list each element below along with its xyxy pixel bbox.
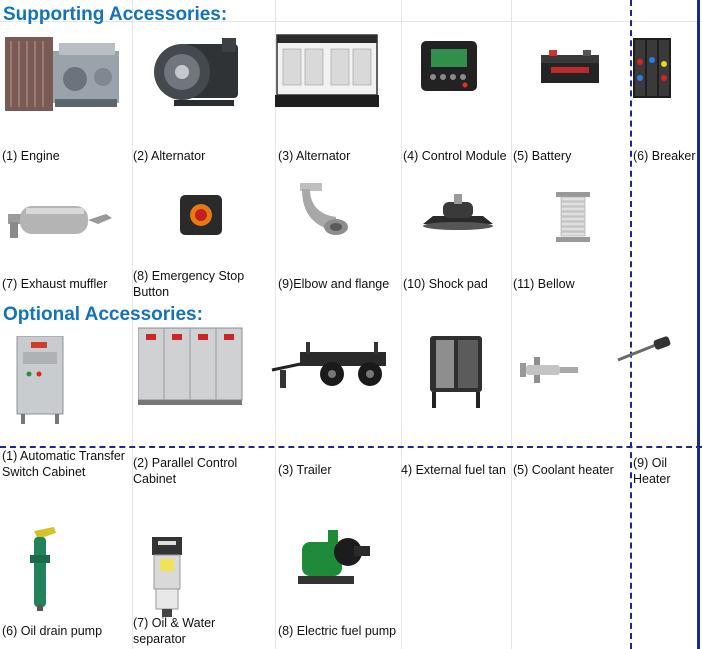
oil-drain-pump-image — [22, 525, 62, 611]
supporting-heading: Supporting Accessories: — [3, 4, 228, 25]
caption-control-module: (4) Control Module — [403, 149, 507, 163]
caption-alternator: (2) Alternator — [133, 149, 206, 163]
caption-breaker: (6) Breaker — [633, 149, 696, 163]
caption-parallel-cabinet: (2) Parallel Control Cabinet — [133, 456, 238, 486]
breaker-image — [633, 38, 671, 98]
battery-image — [541, 49, 599, 83]
gridline — [511, 0, 512, 649]
control-module-image — [421, 41, 477, 91]
row-divider — [0, 446, 702, 448]
caption-ats-cabinet: (1) Automatic Transfer Switch Cabinet — [2, 449, 125, 479]
caption-emergency-stop: (8) Emergency Stop Button — [133, 269, 245, 299]
caption-engine: (1) Engine — [2, 149, 60, 163]
coolant-heater-image — [520, 355, 580, 383]
bellow-image — [554, 192, 592, 244]
gridline — [401, 0, 402, 649]
emergency-stop-image — [180, 195, 222, 235]
caption-coolant-heater: (5) Coolant heater — [513, 463, 614, 477]
caption-elbow-flange: (9)Elbow and flange — [278, 277, 390, 291]
right-border — [697, 0, 700, 649]
caption-oil-drain-pump: (6) Oil drain pump — [2, 624, 103, 638]
caption-alternator: (3) Alternator — [278, 149, 351, 163]
electric-fuel-pump-image — [298, 528, 372, 588]
caption-oil-water-separator: (7) Oil & Water separator — [133, 616, 216, 646]
gridline — [275, 0, 276, 649]
oil-water-separator-image — [150, 537, 184, 617]
elbow-flange-image — [300, 183, 350, 239]
alternator-image — [152, 38, 242, 110]
caption-fuel-tank: 4) External fuel tan — [401, 463, 506, 477]
parallel-cabinet-image — [138, 326, 244, 406]
caption-bellow: (11) Bellow — [513, 277, 575, 291]
shock-pad-image — [421, 192, 495, 232]
caption-trailer: (3) Trailer — [278, 463, 332, 477]
caption-electric-fuel-pump: (8) Electric fuel pump — [278, 624, 397, 638]
engine-image — [5, 33, 125, 115]
fuel-tank-image — [426, 334, 488, 410]
ats-cabinet-image — [15, 336, 67, 426]
optional-heading: Optional Accessories: — [3, 304, 203, 325]
gridline — [132, 0, 133, 649]
gridline — [0, 21, 702, 22]
oil-heater-image — [616, 336, 672, 364]
trailer-image — [270, 340, 394, 392]
generator-canopy-image — [275, 33, 379, 107]
caption-exhaust-muffler: (7) Exhaust muffler — [2, 277, 108, 291]
caption-battery: (5) Battery — [513, 149, 572, 163]
caption-oil-heater: (9) Oil Heater — [633, 456, 671, 486]
column-divider — [630, 0, 632, 649]
caption-shock-pad: (10) Shock pad — [403, 277, 488, 291]
exhaust-muffler-image — [8, 200, 116, 242]
